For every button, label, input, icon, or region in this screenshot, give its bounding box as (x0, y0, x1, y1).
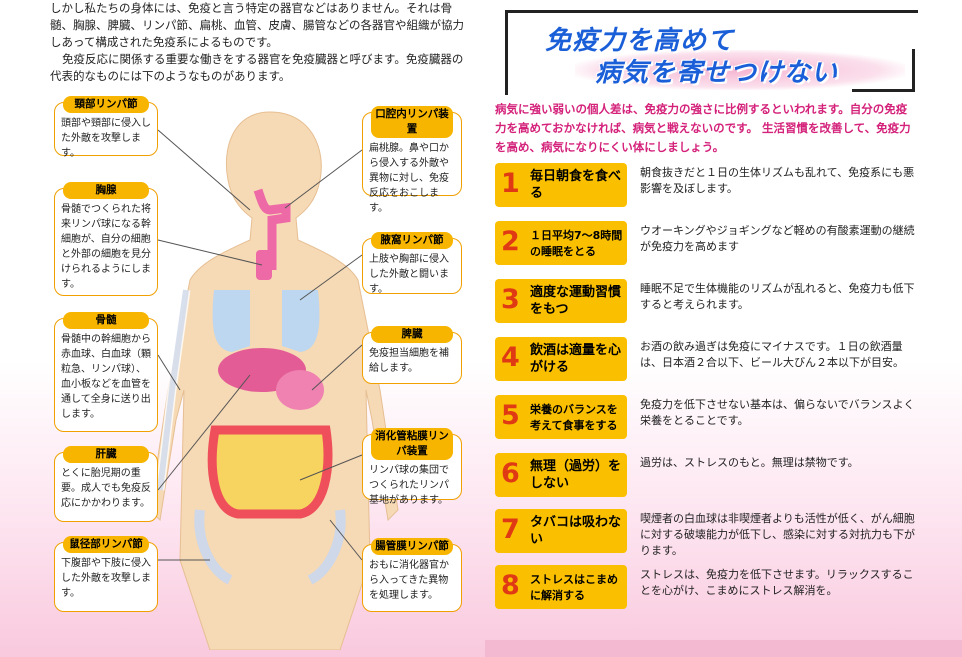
tip-label: 適度な運動習慣をもつ (530, 285, 622, 317)
tip-badge: 6 無理（過労）をしない (495, 453, 627, 497)
intro-paragraph-2: 免疫反応に関係する重要な働きをする器官を免疫臓器と呼びます。免疫臓器の代表的なも… (50, 52, 464, 83)
banner-frame-top-left (505, 10, 918, 95)
organ-card-liver: 肝臓 とくに胎児期の重要。成人でも免疫反応にかかわります。 (54, 446, 158, 522)
organ-title: 口腔内リンパ装置 (371, 106, 453, 138)
tip-label: 栄養のバランスを考えて食事をする (530, 403, 618, 432)
organ-title: 肝臓 (63, 446, 149, 463)
tip-description: ストレスは、免疫力を低下させます。リラックスすることを心がけ、こまめにストレス解… (640, 568, 914, 597)
tip-label: 飲酒は適量を心がける (530, 343, 622, 375)
headline-banner: 免疫力を高めて 病気を寄せつけない (505, 10, 918, 95)
tip-badge: 3 適度な運動習慣をもつ (495, 279, 627, 323)
organ-title: 腸管膜リンパ節 (371, 538, 453, 555)
tip-badge: 8 ストレスはこまめに解消する (495, 565, 627, 609)
tip-row: 4 飲酒は適量を心がける お酒の飲み過ぎは免疫にマイナスです。１日の飲酒量は、日… (495, 337, 920, 387)
organ-title: 胸腺 (63, 182, 149, 199)
organ-text: 下腹部や下肢に侵入した外敵を攻撃します。 (61, 558, 151, 599)
banner-frame-bottom-right (852, 49, 915, 92)
lead-paragraph: 病気に強い弱いの個人差は、免疫力の強さに比例するといわれます。自分の免疫力を高め… (495, 100, 915, 157)
tip-description: お酒の飲み過ぎは免疫にマイナスです。１日の飲酒量は、日本酒２合以下、ビール大びん… (640, 340, 904, 369)
tip-number: 6 (501, 458, 520, 489)
human-body-illustration (149, 111, 399, 650)
organ-text: 骨髄中の幹細胞から赤血球、白血球（顆粒急、リンパ球）、血小板などを血管を通して全… (61, 334, 151, 420)
tip-badge: 2 １日平均7～8時間の睡眠をとる (495, 221, 627, 265)
tip-description: 過労は、ストレスのもと。無理は禁物です。 (640, 456, 859, 469)
intro-paragraph-1: しかし私たちの身体には、免疫と言う特定の器官などはありません。それは骨髄、胸腺、… (50, 1, 464, 49)
tip-row: 5 栄養のバランスを考えて食事をする 免疫力を低下させない基本は、偏らないでバラ… (495, 395, 920, 445)
organ-title: 鼠径部リンパ節 (63, 536, 149, 553)
footer-strip (485, 640, 962, 657)
organ-title: 腋窩リンパ節 (371, 232, 453, 249)
organ-text: リンパ球の集団でつくられたリンパ基地があります。 (369, 465, 449, 506)
organ-card-axillary-lymph: 腋窩リンパ節 上肢や胸部に侵入した外敵と闘います。 (362, 232, 462, 295)
organ-card-inguinal-lymph: 鼠径部リンパ節 下腹部や下肢に侵入した外敵を攻撃します。 (54, 536, 158, 612)
organ-text: 扁桃腺。鼻や口から侵入する外敵や異物に対し、免疫反応をおこします。 (369, 143, 449, 214)
organ-text: おもに消化器官から入ってきた異物を処理します。 (369, 560, 449, 601)
organ-card-thymus: 胸腺 骨髄でつくられた将来リンパ球になる幹細胞が、自分の細胞と外部の細胞を見分け… (54, 182, 158, 296)
tip-description: 免疫力を低下させない基本は、偏らないでバランスよく栄養をとることです。 (640, 398, 915, 427)
banner-pink-swoosh (575, 50, 905, 90)
organ-card-oral-lymph: 口腔内リンパ装置 扁桃腺。鼻や口から侵入する外敵や異物に対し、免疫反応をおこしま… (362, 106, 462, 214)
tip-number: 8 (501, 570, 520, 601)
organ-card-mesenteric-lymph: 腸管膜リンパ節 おもに消化器官から入ってきた異物を処理します。 (362, 538, 462, 612)
tip-number: 3 (501, 284, 520, 315)
tip-badge: 5 栄養のバランスを考えて食事をする (495, 395, 627, 439)
tip-label: １日平均7～8時間の睡眠をとる (530, 229, 623, 258)
organ-card-gut-mucosal-lymph: 消化管粘膜リンパ装置 リンパ球の集団でつくられたリンパ基地があります。 (362, 428, 462, 506)
tip-row: 2 １日平均7～8時間の睡眠をとる ウオーキングやジョギングなど軽めの有酸素運動… (495, 221, 920, 271)
organ-card-cervical-lymph: 頸部リンパ節 頭部や頸部に侵入した外敵を攻撃します。 (54, 96, 158, 159)
tip-description: 朝食抜きだと１日の生体リズムも乱れて、免疫系にも悪影響を及ぼします。 (640, 166, 915, 195)
tip-row: 1 毎日朝食を食べる 朝食抜きだと１日の生体リズムも乱れて、免疫系にも悪影響を及… (495, 163, 920, 213)
tip-number: 7 (501, 514, 520, 545)
organ-text: 上肢や胸部に侵入した外敵と闘います。 (369, 254, 449, 295)
organ-card-bone-marrow: 骨髄 骨髄中の幹細胞から赤血球、白血球（顆粒急、リンパ球）、血小板などを血管を通… (54, 312, 158, 432)
tip-label: 毎日朝食を食べる (530, 169, 622, 201)
headline-line-1: 免疫力を高めて (545, 26, 735, 56)
tip-badge: 1 毎日朝食を食べる (495, 163, 627, 207)
tip-label: タバコは吸わない (530, 515, 622, 547)
organ-text: とくに胎児期の重要。成人でも免疫反応にかかわります。 (61, 468, 151, 509)
tip-description: 睡眠不足で生体機能のリズムが乱れると、免疫力も低下すると考えられます。 (640, 282, 915, 311)
tip-badge: 4 飲酒は適量を心がける (495, 337, 627, 381)
tip-badge: 7 タバコは吸わない (495, 509, 627, 553)
tip-number: 4 (501, 342, 520, 373)
organ-title: 頸部リンパ節 (63, 96, 149, 113)
tip-description: 喫煙者の白血球は非喫煙者よりも活性が低く、がん細胞に対する破壊能力が低下し、感染… (640, 512, 915, 557)
tip-description: ウオーキングやジョギングなど軽めの有酸素運動の継続が免疫力を高めます (640, 224, 915, 253)
organ-text: 頭部や頸部に侵入した外敵を攻撃します。 (61, 118, 151, 159)
tip-row: 3 適度な運動習慣をもつ 睡眠不足で生体機能のリズムが乱れると、免疫力も低下する… (495, 279, 920, 329)
tip-number: 1 (501, 168, 520, 199)
organ-title: 骨髄 (63, 312, 149, 329)
tip-label: ストレスはこまめに解消する (530, 573, 618, 602)
tip-row: 6 無理（過労）をしない 過労は、ストレスのもと。無理は禁物です。 (495, 453, 920, 503)
tip-number: 5 (501, 400, 520, 431)
organ-title: 消化管粘膜リンパ装置 (371, 428, 453, 460)
organ-text: 免疫担当細胞を補給します。 (369, 348, 449, 374)
headline-line-2: 病気を寄せつけない (595, 58, 839, 88)
tip-row: 7 タバコは吸わない 喫煙者の白血球は非喫煙者よりも活性が低く、がん細胞に対する… (495, 509, 920, 559)
organ-title: 脾臓 (371, 326, 453, 343)
tip-label: 無理（過労）をしない (530, 459, 622, 491)
intro-text: しかし私たちの身体には、免疫と言う特定の器官などはありません。それは骨髄、胸腺、… (50, 0, 470, 85)
tip-row: 8 ストレスはこまめに解消する ストレスは、免疫力を低下させます。リラックスする… (495, 565, 920, 615)
tip-number: 2 (501, 226, 520, 257)
organ-card-spleen: 脾臓 免疫担当細胞を補給します。 (362, 326, 462, 384)
anatomy-panel: 頸部リンパ節 頭部や頸部に侵入した外敵を攻撃します。 胸腺 骨髄でつくられた将来… (0, 90, 476, 650)
organ-text: 骨髄でつくられた将来リンパ球になる幹細胞が、自分の細胞と外部の細胞を見分けられる… (61, 204, 151, 290)
lead-text: 病気に強い弱いの個人差は、免疫力の強さに比例するといわれます。自分の免疫力を高め… (495, 102, 911, 154)
